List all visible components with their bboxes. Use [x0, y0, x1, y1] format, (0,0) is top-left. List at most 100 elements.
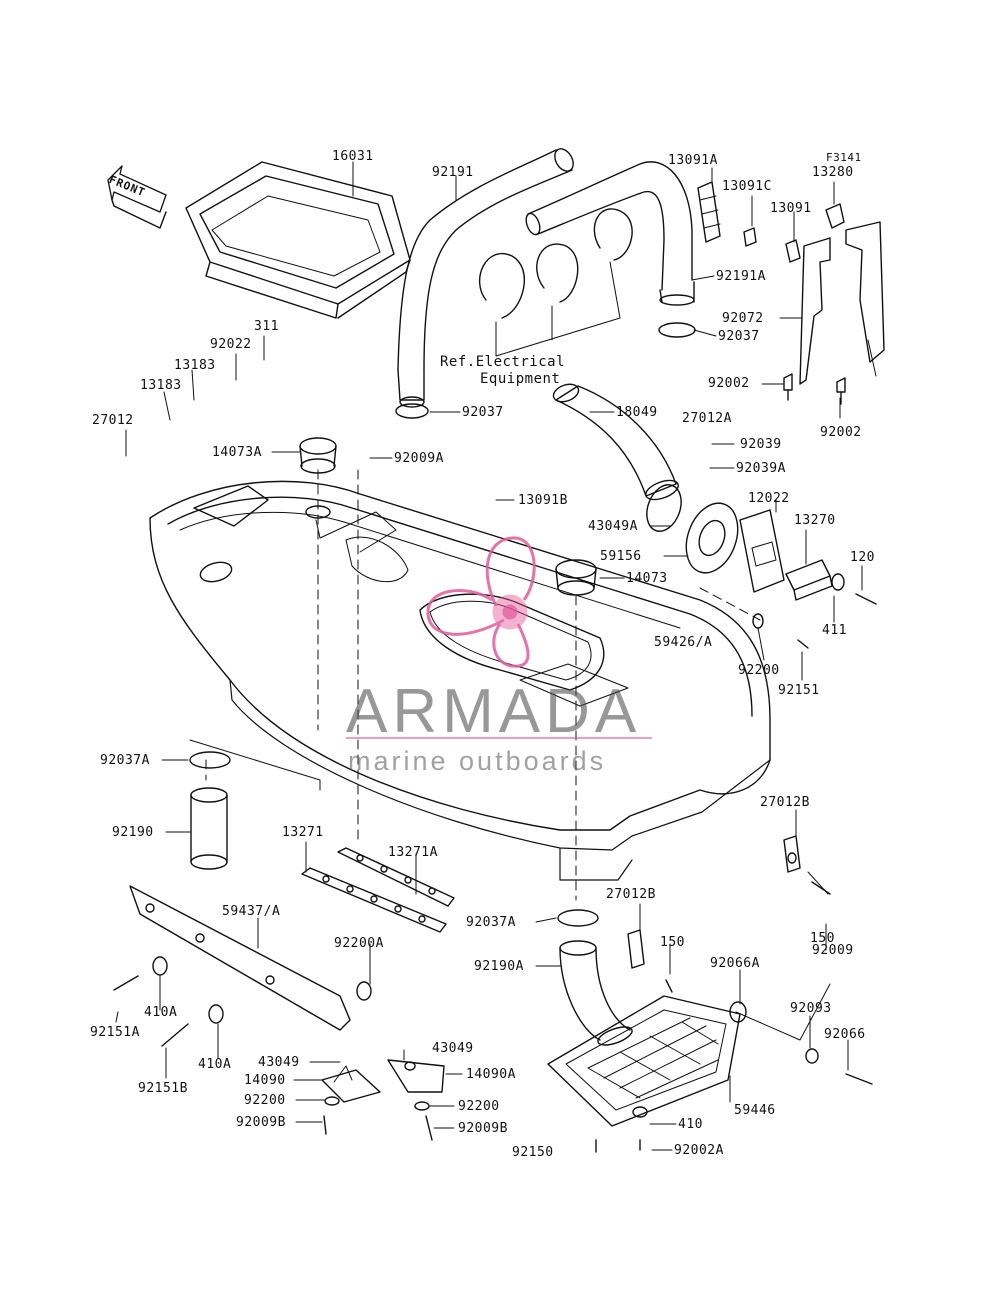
reference-note-line1: Ref.Electrical [440, 354, 566, 370]
part-label: 92151B [138, 1081, 188, 1096]
part-label: 92037 [462, 405, 504, 420]
bolts-92009b [323, 1115, 433, 1141]
part-label: 410A [144, 1005, 178, 1020]
part-label: 92002 [820, 425, 862, 440]
bolt-92009 [811, 881, 831, 895]
washers-410a [152, 956, 372, 1024]
watermark-tagline: marine outboards [348, 746, 607, 776]
part-label: 13271 [282, 825, 324, 840]
part-label: 92002 [708, 376, 750, 391]
part-label: 59156 [600, 549, 642, 564]
part-label: 92066A [710, 956, 760, 971]
part-label: 12022 [748, 491, 790, 506]
part-label: 150 [810, 931, 835, 946]
part-label: 13091C [722, 179, 772, 194]
part-label: 92200A [334, 936, 384, 951]
part-label: 92200 [244, 1093, 286, 1108]
part-label: 13183 [140, 378, 182, 393]
part-label: 92151 [778, 683, 820, 698]
part-label: 43049A [588, 519, 638, 534]
part-label: 14090A [466, 1067, 516, 1082]
part-label: 92009B [236, 1115, 286, 1130]
part-label: 92066 [824, 1027, 866, 1042]
part-label: 14073 [626, 571, 668, 586]
grate-59446 [547, 995, 741, 1127]
bracket-27012b [783, 835, 801, 873]
part-label: 92009A [394, 451, 444, 466]
block-13270 [785, 559, 833, 601]
part-label: 92093 [790, 1001, 832, 1016]
watermark-name: ARMADA [346, 677, 642, 746]
part-label: 92072 [722, 311, 764, 326]
cover-12022 [739, 509, 785, 593]
part-label: 92150 [512, 1145, 554, 1160]
part-label: 411 [822, 623, 847, 638]
part-label: 92039A [736, 461, 786, 476]
part-label: 410A [198, 1057, 232, 1072]
tube-92190 [190, 787, 228, 870]
part-label: 92037A [100, 753, 150, 768]
part-label: 14073A [212, 445, 262, 460]
fasteners-lower-right [595, 979, 873, 1153]
bolts-92151 [113, 639, 809, 1047]
bolts-92002 [783, 373, 846, 405]
part-label: 92002A [674, 1143, 724, 1158]
gasket-43049a [646, 484, 682, 532]
intake-duct-18049 [552, 383, 679, 501]
part-label: 59446 [734, 1103, 776, 1118]
part-label: 13270 [794, 513, 836, 528]
part-label: 92190A [474, 959, 524, 974]
clamp-92037a-left [189, 751, 231, 769]
part-label: 14090 [244, 1073, 286, 1088]
clamp-92037-top [658, 322, 696, 338]
part-label: 92200 [458, 1099, 500, 1114]
figure-code: F3141 [826, 151, 862, 164]
hose-clamps [478, 208, 633, 357]
part-label: 13091A [668, 153, 718, 168]
part-label: 311 [254, 319, 279, 334]
part-label: 92151A [90, 1025, 140, 1040]
part-label: 150 [660, 935, 685, 950]
bracket-13271a [337, 847, 455, 907]
part-label: 410 [678, 1117, 703, 1132]
part-label: 27012B [760, 795, 810, 810]
part-label: 92022 [210, 337, 252, 352]
tube-92190a [559, 940, 633, 1046]
part-label: 13280 [812, 165, 854, 180]
plate-59156 [685, 502, 739, 574]
bracket-13271 [301, 867, 447, 933]
alignment-lines [205, 469, 761, 901]
part-label: 59437/A [222, 904, 281, 919]
clamp-92037-left [395, 403, 429, 419]
bolt-120 [855, 593, 877, 605]
hose-92191a [525, 161, 695, 306]
part-label: 120 [850, 550, 875, 565]
propeller-logo-icon [426, 536, 536, 668]
part-label: 92037A [466, 915, 516, 930]
part-label: 13091 [770, 201, 812, 216]
washers-92200 [324, 613, 764, 1111]
part-label: 92009 [812, 943, 854, 958]
hull-body-59426 [149, 480, 771, 881]
rail-59437a [129, 885, 351, 1031]
part-label: 92200 [738, 663, 780, 678]
bracket-27012b-lower [627, 929, 645, 969]
clamp-92037a-lower [557, 909, 599, 927]
front-arrow-icon [107, 165, 167, 229]
part-label: 18049 [616, 405, 658, 420]
part-label: 92190 [112, 825, 154, 840]
part-label: 13091B [518, 493, 568, 508]
part-label: 27012 [92, 413, 134, 428]
part-label: 92191 [432, 165, 474, 180]
storage-tray-16031 [185, 161, 411, 319]
part-label: 92039 [740, 437, 782, 452]
leader-lines [115, 161, 863, 1151]
part-label: 92009B [458, 1121, 508, 1136]
part-label: 27012B [606, 887, 656, 902]
part-label: 92191A [716, 269, 766, 284]
hose-92191 [397, 148, 574, 408]
part-label: 13183 [174, 358, 216, 373]
reference-note-line2: Equipment [480, 371, 561, 387]
